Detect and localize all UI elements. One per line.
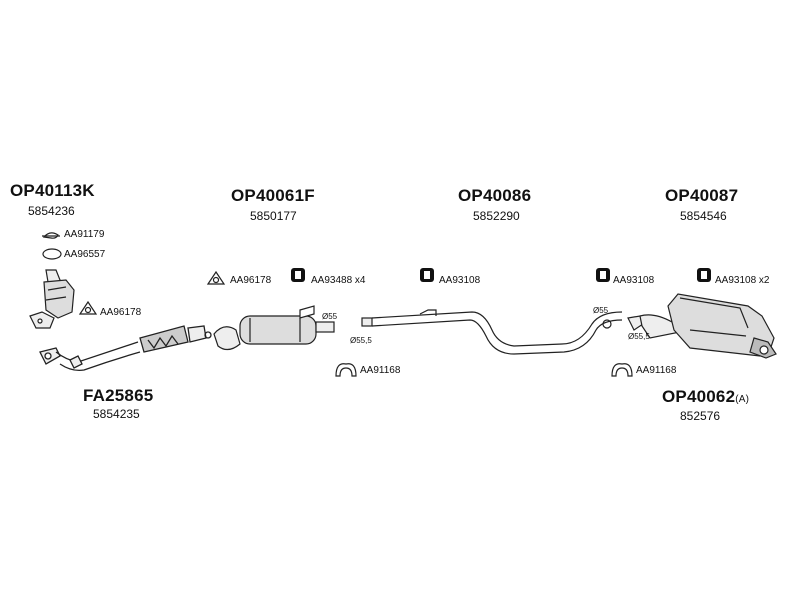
accessory-label[interactable]: AA93108: [613, 275, 655, 286]
accessory-label[interactable]: AA91168: [636, 365, 677, 376]
diameter-label: Ø55: [322, 312, 338, 321]
intermediate-pipe[interactable]: [361, 309, 623, 355]
oem-number: 5854235: [93, 407, 140, 421]
part-code[interactable]: FA25865: [83, 386, 154, 405]
middle-silencer[interactable]: [213, 305, 335, 351]
part-code[interactable]: OP40086: [458, 186, 532, 205]
oem-number: 5854236: [28, 204, 75, 218]
diameter-label: Ø55,5: [628, 332, 650, 341]
accessory-label[interactable]: AA96178: [100, 307, 142, 318]
part-code[interactable]: OP40113K: [10, 181, 95, 200]
triangle-gasket-icon: [206, 270, 226, 285]
gasket-icon: [42, 232, 60, 239]
rubber-mount-icon: [420, 268, 434, 282]
oem-number: 5850177: [250, 209, 297, 223]
accessory-label[interactable]: AA91179: [64, 229, 105, 240]
oem-number: 5854546: [680, 209, 727, 223]
part-code[interactable]: OP40087: [665, 186, 739, 205]
part-code[interactable]: OP40062(A): [662, 387, 749, 407]
diameter-label: Ø55,5: [350, 336, 372, 345]
part-code-text: OP40062: [662, 387, 736, 406]
rubber-mount-icon: [697, 268, 711, 282]
accessory-label[interactable]: AA96178: [230, 275, 272, 286]
catalytic-converter[interactable]: [29, 269, 75, 329]
oem-number: 5852290: [473, 209, 520, 223]
rubber-mount-icon: [291, 268, 305, 282]
triangle-gasket-icon: [78, 300, 98, 315]
clamp-icon: [611, 363, 633, 377]
accessory-label[interactable]: AA91168: [360, 365, 401, 376]
part-code-suffix: (A): [735, 394, 750, 405]
diameter-label: Ø55: [593, 306, 609, 315]
rear-silencer[interactable]: [627, 293, 777, 359]
accessory-label[interactable]: AA93488 x4: [311, 275, 366, 286]
clamp-icon: [335, 363, 357, 377]
accessory-label[interactable]: AA93108: [439, 275, 481, 286]
rubber-mount-icon: [596, 268, 610, 282]
oem-number: 852576: [680, 409, 721, 423]
accessory-label[interactable]: AA93108 x2: [715, 275, 770, 286]
part-code[interactable]: OP40061F: [231, 186, 315, 205]
accessory-label[interactable]: AA96557: [64, 249, 106, 260]
ring-icon: [42, 248, 62, 260]
front-pipe[interactable]: [39, 325, 212, 372]
